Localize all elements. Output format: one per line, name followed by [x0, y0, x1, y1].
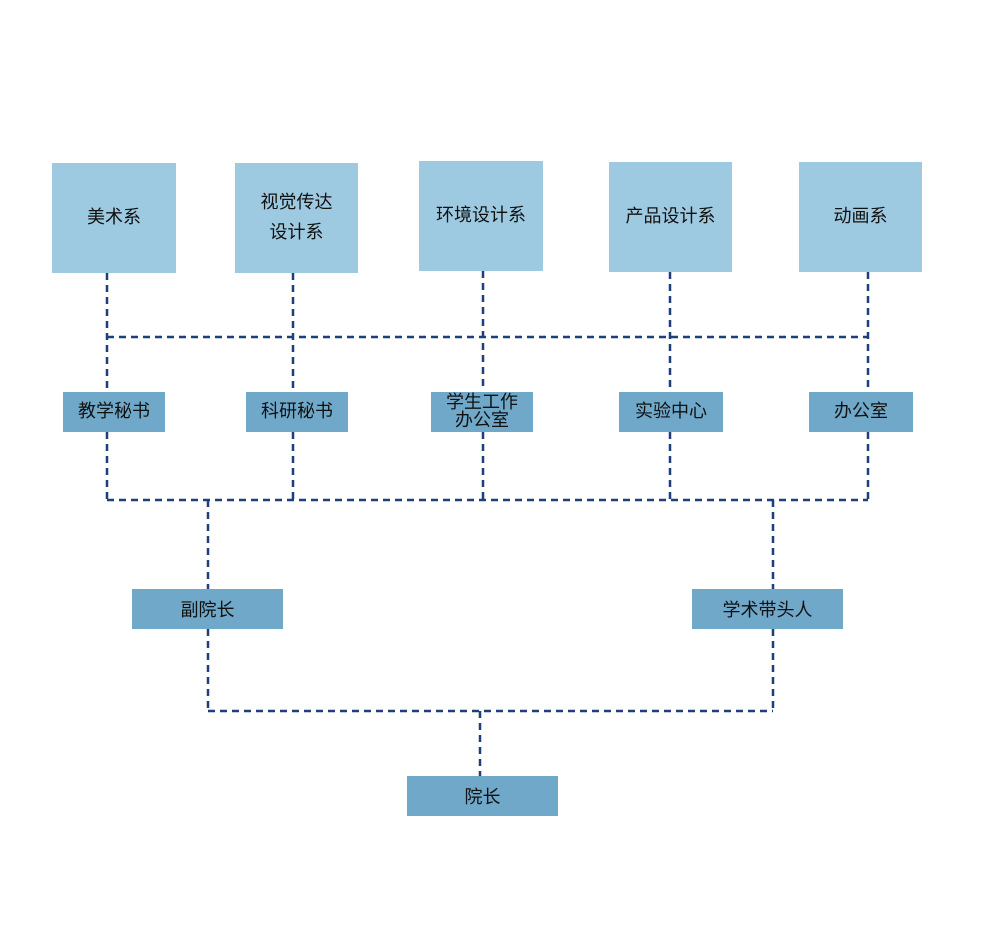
vice-dean-box: 副院长 — [132, 589, 283, 629]
office-research-secretary: 科研秘书 — [246, 392, 348, 432]
office-student-affairs: 学生工作 办公室 — [431, 392, 533, 432]
dept-label-line-2: 设计系 — [269, 222, 324, 243]
office-label: 科研秘书 — [261, 401, 333, 422]
academic-leader-box: 学术带头人 — [692, 589, 843, 629]
academic-leader-label: 学术带头人 — [722, 600, 813, 621]
dept-label-line-1: 视觉传达 — [260, 192, 333, 213]
office-label-line-2: 办公室 — [455, 410, 509, 431]
dean-label: 院长 — [464, 787, 501, 808]
dept-label: 动画系 — [833, 206, 888, 227]
dept-visual-communication: 视觉传达 设计系 — [235, 163, 358, 273]
vice-dean-label: 副院长 — [180, 600, 235, 621]
office-label: 办公室 — [834, 401, 888, 422]
dept-fine-arts: 美术系 — [52, 163, 176, 273]
office-label: 实验中心 — [635, 401, 707, 422]
dept-animation: 动画系 — [799, 162, 922, 272]
dept-environment-design: 环境设计系 — [419, 161, 543, 271]
dept-product-design: 产品设计系 — [609, 162, 732, 272]
office-label-line-1: 学生工作 — [446, 392, 518, 413]
office-general: 办公室 — [809, 392, 913, 432]
office-teaching-secretary: 教学秘书 — [63, 392, 165, 432]
dean-box: 院长 — [407, 776, 558, 816]
dept-label: 环境设计系 — [436, 205, 526, 226]
dept-label: 产品设计系 — [625, 206, 716, 227]
dept-label: 美术系 — [87, 207, 141, 228]
office-label: 教学秘书 — [78, 401, 150, 422]
office-lab-center: 实验中心 — [619, 392, 723, 432]
